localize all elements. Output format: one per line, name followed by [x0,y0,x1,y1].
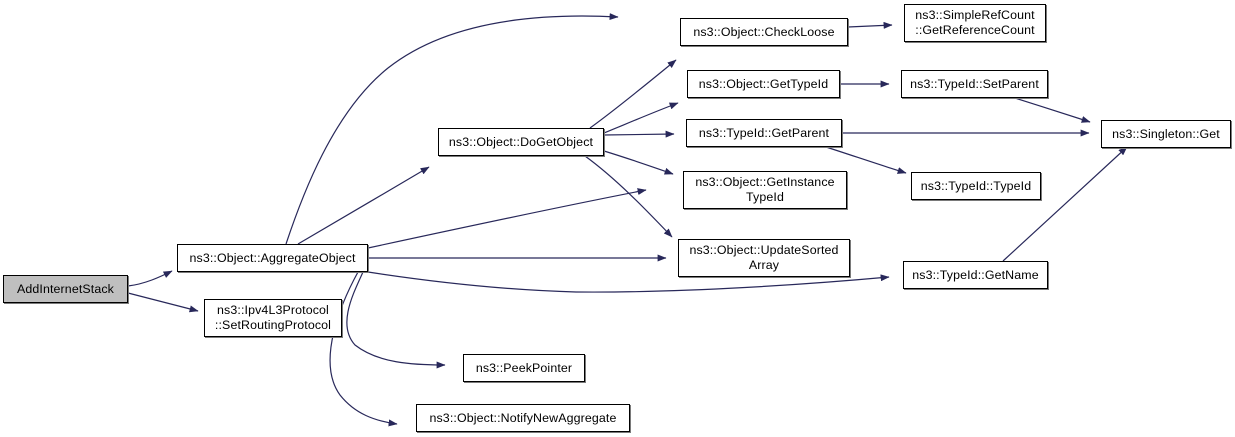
edge-aggregate-object-to-do-get-object [297,166,430,245]
node-singleton-get[interactable]: ns3::Singleton::Get [1101,120,1231,148]
node-check-loose[interactable]: ns3::Object::CheckLoose [680,18,848,46]
node-typeid-getparent[interactable]: ns3::TypeId::GetParent [686,119,842,147]
edge-aggregate-object-to-peek-pointer [346,271,446,369]
node-label-object-gettypeid: ns3::Object::GetTypeId [698,76,829,91]
edge-add-internet-stack-to-ipv4l3protocol-setroutingprotocol [127,292,199,313]
node-object-gettypeid[interactable]: ns3::Object::GetTypeId [687,70,840,98]
edge-check-loose-to-simple-ref-count-getreferencecount [847,21,893,29]
node-label-ipv4l3protocol-setroutingprotocol: ns3::Ipv4L3Protocol ::SetRoutingProtocol [214,303,332,332]
edge-do-get-object-to-typeid-getparent [603,130,675,138]
node-label-peek-pointer: ns3::PeekPointer [475,360,573,375]
node-simple-ref-count-getreferencecount[interactable]: ns3::SimpleRefCount ::GetReferenceCount [904,4,1046,42]
node-add-internet-stack[interactable]: AddInternetStack [3,275,128,303]
edge-typeid-setparent-to-singleton-get [1014,97,1091,123]
node-get-instance-typeid[interactable]: ns3::Object::GetInstance TypeId [683,171,847,209]
node-typeid-getname[interactable]: ns3::TypeId::GetName [903,261,1048,289]
node-label-typeid-getparent: ns3::TypeId::GetParent [698,125,830,140]
edge-aggregate-object-to-notify-new-aggregate [329,271,398,427]
edge-typeid-getname-to-singleton-get [1002,146,1128,262]
node-aggregate-object[interactable]: ns3::Object::AggregateObject [177,244,368,272]
edge-add-internet-stack-to-aggregate-object [127,270,173,287]
node-notify-new-aggregate[interactable]: ns3::Object::NotifyNewAggregate [416,404,630,432]
node-label-simple-ref-count-getreferencecount: ns3::SimpleRefCount ::GetReferenceCount [915,8,1035,37]
node-label-do-get-object: ns3::Object::DoGetObject [448,134,594,149]
node-label-aggregate-object: ns3::Object::AggregateObject [189,250,356,265]
node-label-check-loose: ns3::Object::CheckLoose [693,24,835,39]
node-label-add-internet-stack: AddInternetStack [16,281,115,296]
edge-do-get-object-to-get-instance-typeid [603,150,674,175]
node-label-typeid-getname: ns3::TypeId::GetName [912,267,1039,282]
node-ipv4l3protocol-setroutingprotocol[interactable]: ns3::Ipv4L3Protocol ::SetRoutingProtocol [204,299,342,337]
edge-do-get-object-to-object-gettypeid [603,102,679,134]
edge-aggregate-object-to-get-instance-typeid [367,188,647,249]
node-label-update-sorted-array: ns3::Object::UpdateSorted Array [689,243,839,272]
node-peek-pointer[interactable]: ns3::PeekPointer [463,354,585,382]
node-label-typeid-typeid: ns3::TypeId::TypeId [920,178,1032,193]
node-typeid-typeid[interactable]: ns3::TypeId::TypeId [911,172,1041,200]
node-do-get-object[interactable]: ns3::Object::DoGetObject [438,128,604,156]
node-update-sorted-array[interactable]: ns3::Object::UpdateSorted Array [678,239,850,277]
node-label-typeid-setparent: ns3::TypeId::SetParent [910,76,1039,91]
node-label-notify-new-aggregate: ns3::Object::NotifyNewAggregate [429,410,617,425]
edge-do-get-object-to-check-loose [589,59,677,129]
edge-do-get-object-to-update-sorted-array [584,155,673,238]
node-label-get-instance-typeid: ns3::Object::GetInstance TypeId [695,175,835,204]
node-typeid-setparent[interactable]: ns3::TypeId::SetParent [901,70,1048,98]
node-label-singleton-get: ns3::Singleton::Get [1112,126,1220,141]
edge-typeid-getparent-to-typeid-typeid [825,146,907,174]
